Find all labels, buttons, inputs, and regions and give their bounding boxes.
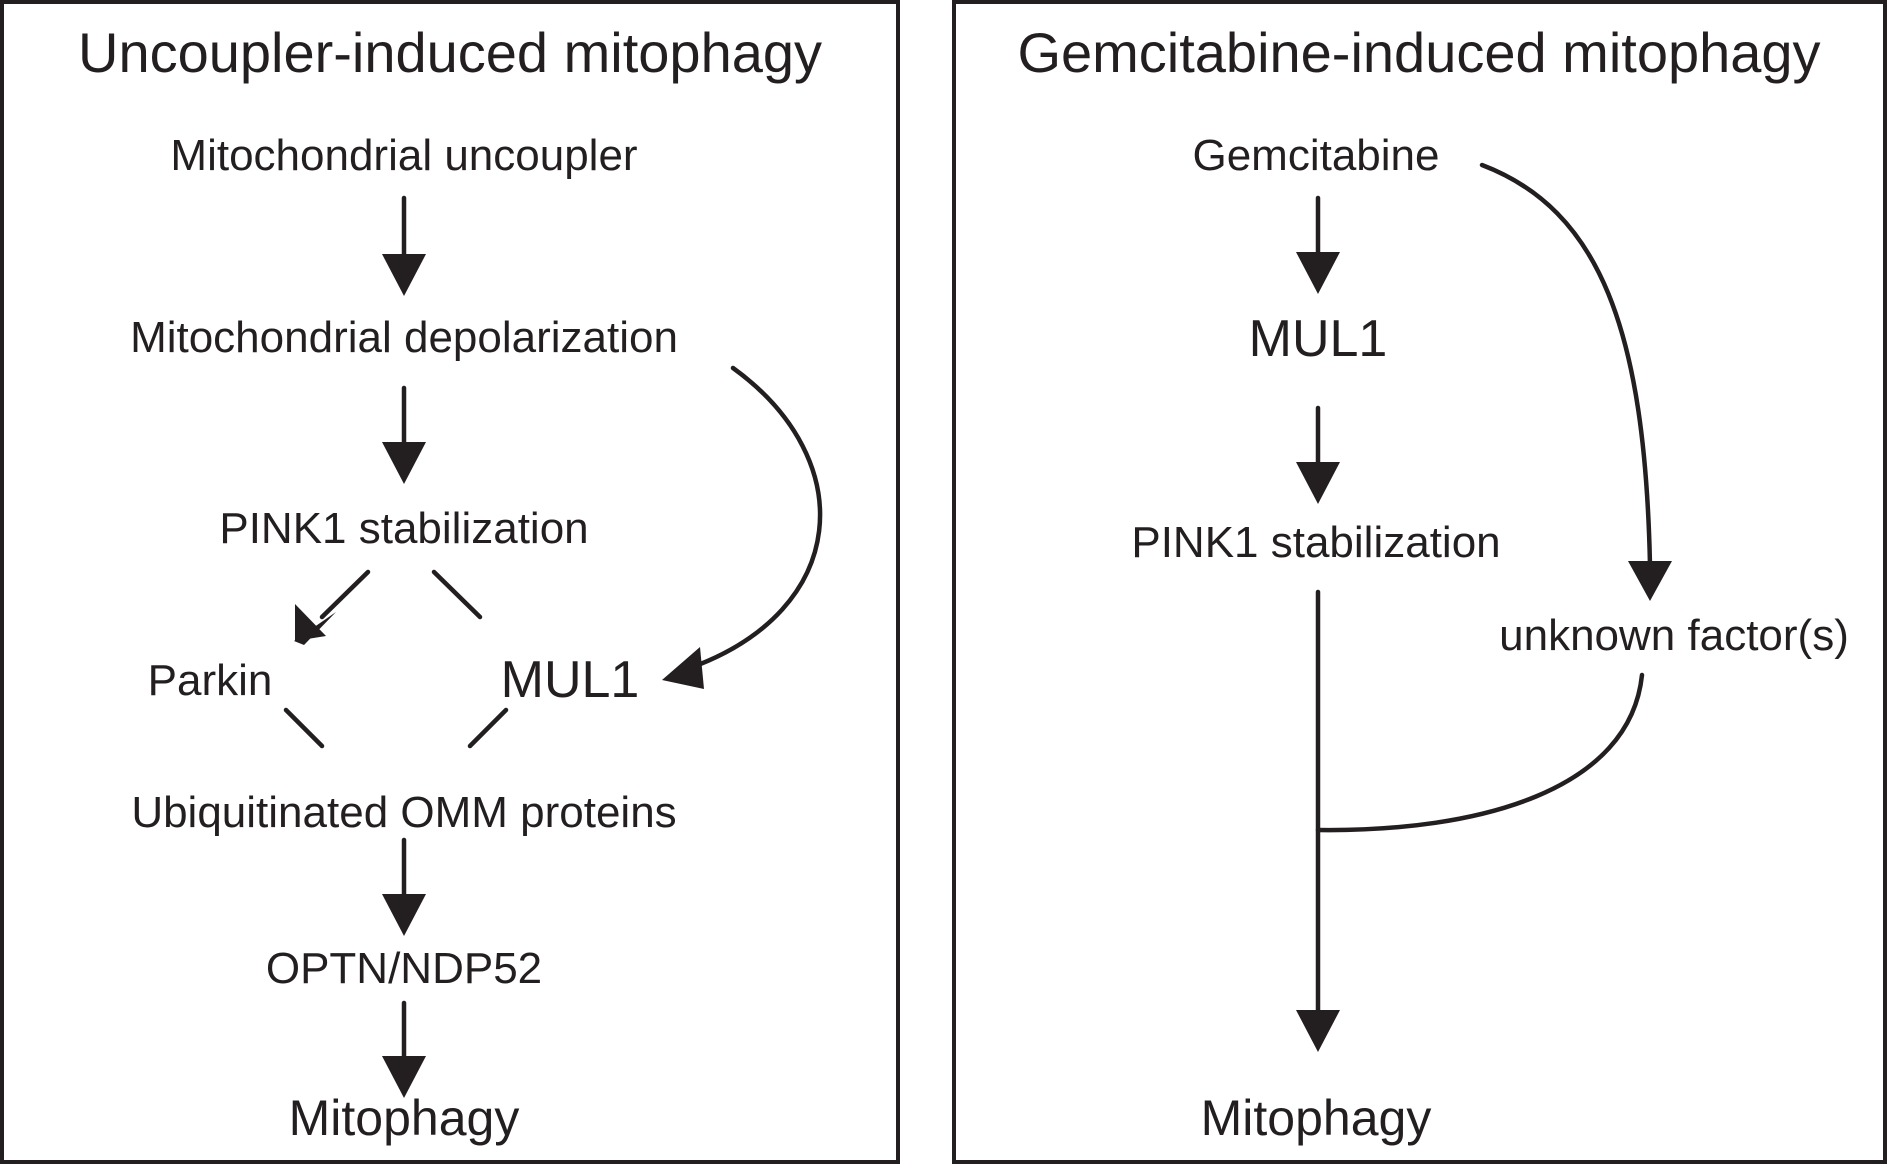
node-gemcitabine: Gemcitabine <box>1192 131 1439 180</box>
node-mul1: MUL1 <box>1249 310 1388 368</box>
panel-gemcitabine-border <box>952 0 1887 1164</box>
edge-depolarization-to-mul1 <box>662 365 823 689</box>
node-unknown-factors: unknown factor(s) <box>1499 611 1849 660</box>
node-mitophagy: Mitophagy <box>1201 1090 1432 1146</box>
edge-parkin-to-ubiquitinated <box>283 707 325 749</box>
edge-pink1-to-mul1 <box>431 569 483 620</box>
panel-gemcitabine-title: Gemcitabine-induced mitophagy <box>1017 21 1820 84</box>
edge-optn-to-mitophagy <box>382 1000 426 1098</box>
edge-mul1-to-ubiquitinated <box>467 707 509 749</box>
edge-depolarization-to-pink1 <box>382 385 426 484</box>
panel-uncoupler-title: Uncoupler-induced mitophagy <box>78 21 822 84</box>
edge-gemcitabine-to-mul1 <box>1296 195 1340 294</box>
node-optn-ndp52: OPTN/NDP52 <box>266 944 542 993</box>
edge-gemcitabine-to-unknown <box>1479 162 1672 601</box>
edge-mul1-to-pink1 <box>1296 405 1340 504</box>
node-mitochondrial-uncoupler: Mitochondrial uncoupler <box>170 131 637 180</box>
edge-pink1-to-parkin <box>294 569 371 645</box>
edge-uncoupler-to-depolarization <box>382 195 426 296</box>
node-mitochondrial-depolarization: Mitochondrial depolarization <box>130 313 678 362</box>
node-mul1: MUL1 <box>501 651 640 709</box>
edge-ubiquitinated-to-optn <box>382 837 426 936</box>
node-pink1-stabilization: PINK1 stabilization <box>1131 518 1500 567</box>
edge-pink1-to-mitophagy <box>1296 589 1340 1052</box>
node-ubiquitinated-omm-proteins: Ubiquitinated OMM proteins <box>131 788 676 837</box>
node-parkin: Parkin <box>148 656 273 705</box>
panel-uncoupler: Uncoupler-induced mitophagy Mitochondria… <box>0 0 900 1164</box>
panel-gemcitabine: Gemcitabine-induced mitophagy Gemcitabin… <box>952 0 1887 1164</box>
node-pink1-stabilization: PINK1 stabilization <box>219 504 588 553</box>
node-mitophagy: Mitophagy <box>289 1090 520 1146</box>
edge-unknown-joins-main-path <box>1315 672 1645 833</box>
panel-uncoupler-border <box>0 0 900 1164</box>
